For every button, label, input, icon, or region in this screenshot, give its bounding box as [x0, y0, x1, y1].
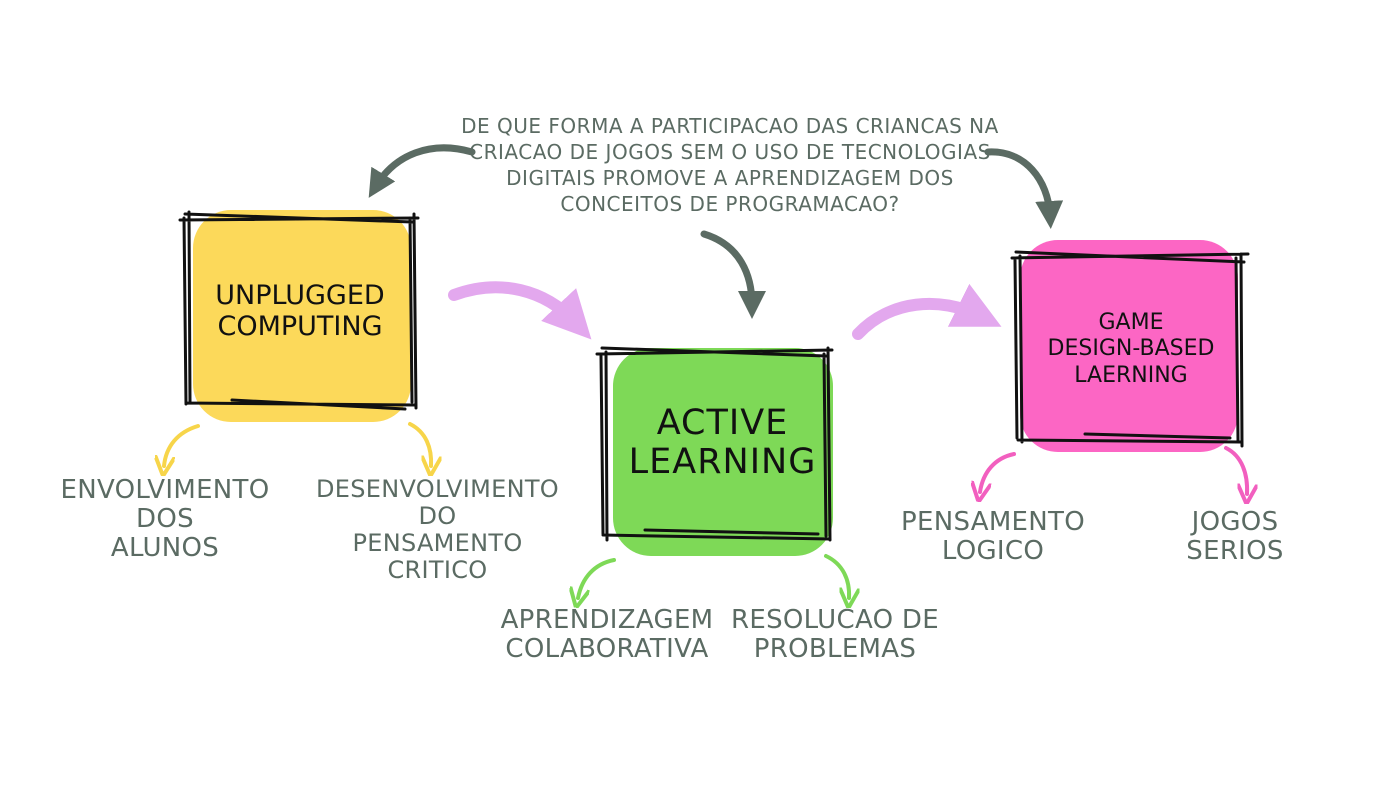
arrow-game-to-pensamento [980, 452, 1016, 492]
aprendizagem-label: APRENDIZAGEM COLABORATIVA [500, 605, 714, 665]
game-design-label: GAME DESIGN-BASED LAERNING [1047, 310, 1215, 388]
pensamento-logico-label: PENSAMENTO LOGICO [901, 507, 1085, 567]
arrow-unplugged-to-envolvimento [164, 424, 200, 466]
game-design-box [1010, 240, 1250, 452]
arrow-active-to-aprendizagem [578, 558, 616, 598]
arrow-active-to-resolucao [824, 554, 849, 598]
active-learning-box [595, 346, 834, 556]
unplugged-computing-box [178, 210, 420, 422]
resolucao-label: RESOLUCAO DE PROBLEMAS [731, 605, 939, 665]
active-learning-label: ACTIVE LEARNING [628, 403, 817, 483]
arrow-unplugged-to-active [448, 281, 592, 340]
arrow-question-to-game [984, 148, 1064, 229]
desenvolvimento-label: DESENVOLVIMENTO DO PENSAMENTO CRITICO [316, 475, 559, 584]
jogos-serios-label: JOGOS SERIOS [1186, 507, 1284, 567]
arrow-unplugged-to-desenvolvimento [408, 422, 431, 466]
arrow-question-to-unplugged [368, 144, 476, 198]
arrow-question-to-active [700, 230, 766, 319]
envolvimento-label: ENVOLVIMENTO DOS ALUNOS [60, 475, 270, 564]
research-question: DE QUE FORMA A PARTICIPACAO DAS CRIANCAS… [461, 114, 999, 216]
arrow-game-to-jogos [1224, 446, 1247, 494]
unplugged-computing-label: UNPLUGGED COMPUTING [215, 280, 385, 343]
arrow-active-to-game [852, 283, 1002, 340]
